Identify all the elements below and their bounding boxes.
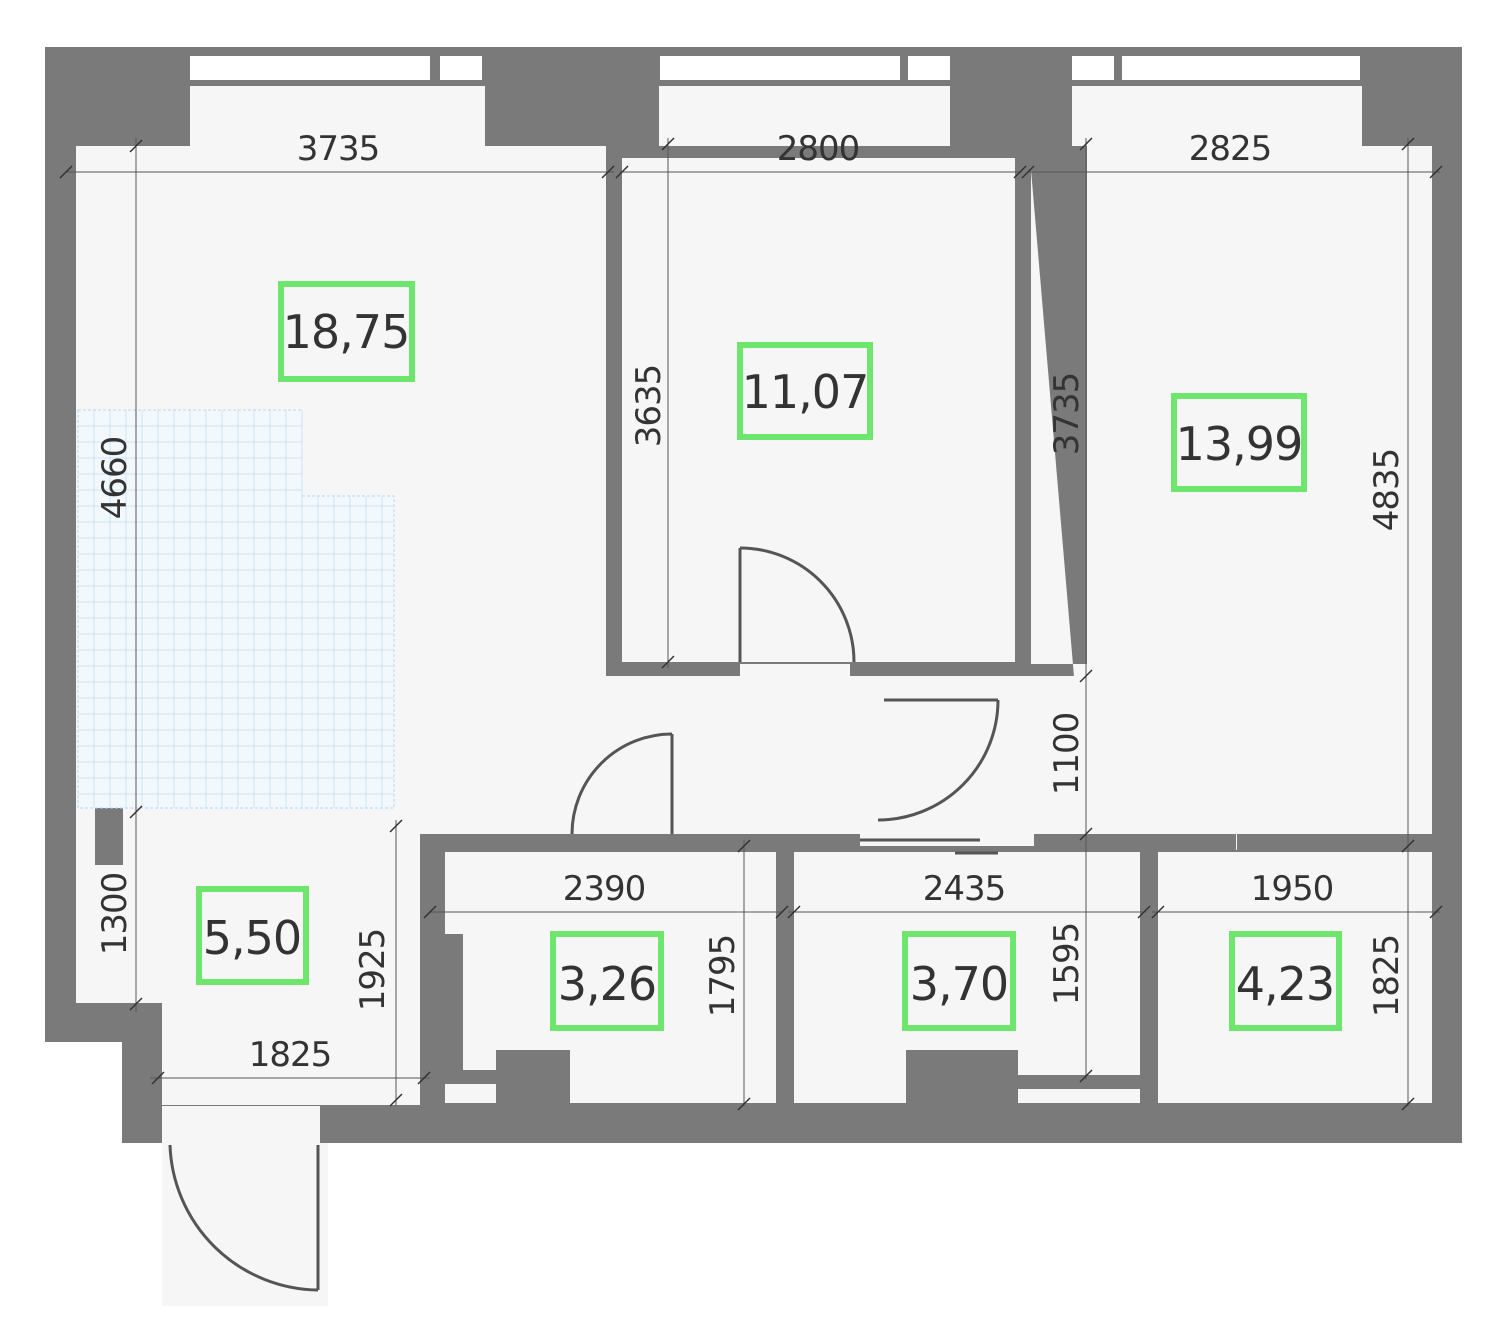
room-area-label: 11,07 <box>742 365 869 419</box>
dim-left-height: 4660 <box>95 437 135 520</box>
dim-bath1-height: 1795 <box>703 935 743 1018</box>
dim-bath-height: 1925 <box>353 929 393 1012</box>
doors <box>168 546 1000 1292</box>
dim-top-left: 3735 <box>297 129 380 169</box>
room-area-label: 4,23 <box>1236 957 1334 1011</box>
room-area-box <box>902 931 1016 1031</box>
room-area-box <box>1229 931 1342 1031</box>
dim-bath2-height: 1595 <box>1047 923 1087 1006</box>
dim-entry-height: 1300 <box>95 873 135 956</box>
room-area-label: 3,26 <box>558 957 656 1011</box>
room-area-label: 3,70 <box>910 957 1008 1011</box>
dimension-ticks <box>59 137 1443 1111</box>
dim-wardrobe-width: 1950 <box>1251 869 1334 909</box>
room-area-label: 13,99 <box>1176 417 1303 471</box>
tile-area <box>77 409 395 809</box>
dimension-lines <box>66 138 1440 1106</box>
dim-right-inner-height: 3735 <box>1047 373 1087 456</box>
room-area-box <box>737 342 873 440</box>
dim-right-height: 4835 <box>1367 449 1407 532</box>
dim-wardrobe-height: 1825 <box>1367 935 1407 1018</box>
walls <box>45 47 1462 1306</box>
dim-top-middle: 2800 <box>777 129 860 169</box>
dim-bath2-width: 2435 <box>923 869 1006 909</box>
room-area-box <box>550 931 664 1031</box>
room-area-box <box>1171 393 1307 492</box>
dim-mid-height: 3635 <box>629 365 669 448</box>
room-area-box <box>278 281 415 382</box>
room-area-label: 5,50 <box>203 911 301 965</box>
room-areas: 18,75 11,07 13,99 5,50 3,26 3,70 4,23 <box>196 281 1342 1031</box>
dim-bath1-width: 2390 <box>563 869 646 909</box>
room-area-label: 18,75 <box>283 305 410 359</box>
room-area-box <box>196 886 309 985</box>
dimension-labels: 3735 2800 2825 4660 3635 3735 4835 1100 … <box>95 129 1407 1075</box>
dim-top-right: 2825 <box>1189 129 1272 169</box>
dim-entry-width: 1825 <box>249 1035 332 1075</box>
dim-corridor-height: 1100 <box>1047 713 1087 796</box>
